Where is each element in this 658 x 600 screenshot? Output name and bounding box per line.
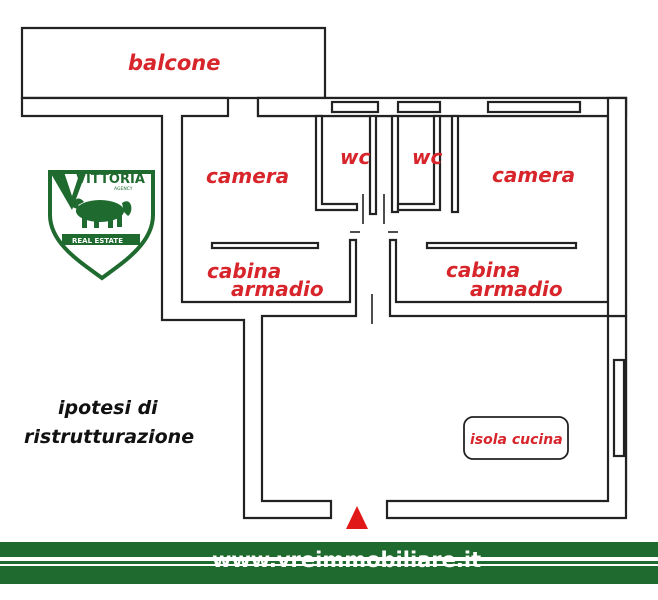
logo-agency: AGENCY (114, 186, 133, 192)
wardrobe-right (425, 241, 578, 250)
wardrobe-left (210, 241, 320, 250)
isola-box (463, 416, 569, 460)
label-wc-left: wc (340, 145, 370, 169)
window-wc-left (330, 100, 380, 114)
logo-subtitle: REAL ESTATE (72, 237, 123, 245)
label-camera-right: camera (492, 163, 575, 187)
window-wc-right (396, 100, 442, 114)
label-wc-right: wc (412, 145, 442, 169)
wc-right-walls (396, 114, 442, 212)
walls (20, 26, 628, 520)
label-cabina-left-1: cabina (207, 259, 281, 283)
label-camera-left: camera (206, 164, 289, 188)
wc-left-walls (314, 114, 359, 212)
label-balcone: balcone (128, 51, 220, 75)
logo-name: VITTORIA (76, 172, 145, 187)
label-isola-cucina: isola cucina (470, 432, 563, 448)
vittoria-logo: VITTORIA AGENCY REAL ESTATE (48, 170, 155, 281)
footer-band: www.vreimmobiliare.it (0, 542, 658, 584)
wall-top-left (20, 96, 358, 520)
window-camera-right (486, 100, 582, 114)
entrance-arrow-icon (346, 506, 368, 529)
label-cabina-left-2: armadio (231, 277, 324, 301)
note-line-1: ipotesi di (58, 397, 158, 419)
wc-right-wall-a (390, 114, 400, 214)
wall-right-band (606, 96, 628, 318)
label-cabina-right-2: armadio (470, 277, 563, 301)
window-kitchen (612, 358, 626, 458)
footer-url: www.vreimmobiliare.it (212, 548, 481, 572)
room-divider (450, 114, 460, 214)
door-marks (350, 194, 398, 324)
label-cabina-right-1: cabina (446, 258, 520, 282)
bull-icon (70, 198, 132, 228)
note-line-2: ristrutturazione (24, 426, 194, 448)
wc-left-door-jamb (368, 114, 378, 216)
